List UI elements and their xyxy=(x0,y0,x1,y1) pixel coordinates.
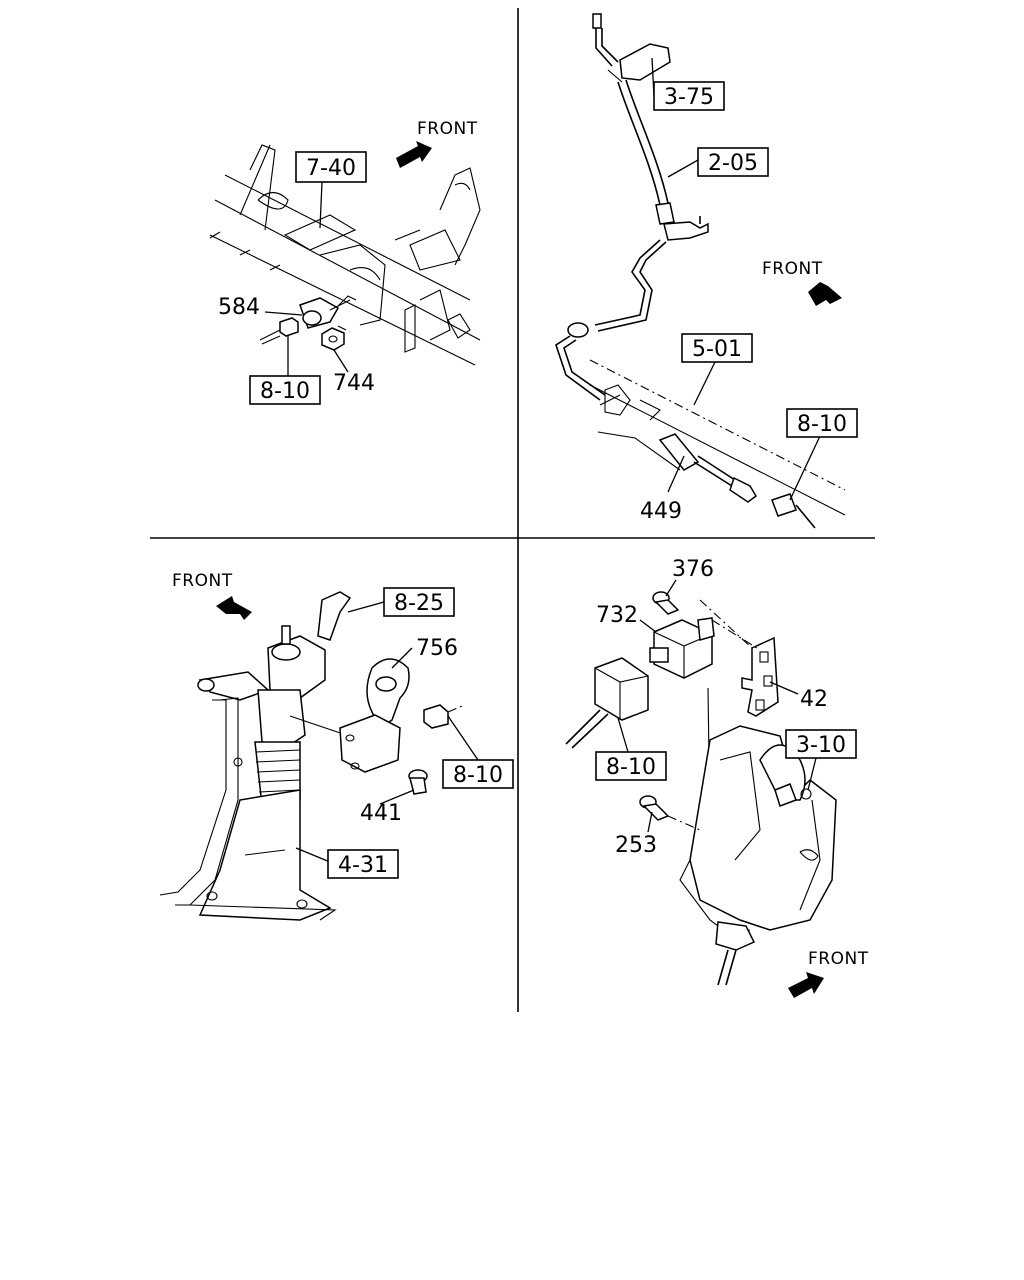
front-label: FRONT xyxy=(808,949,869,969)
leader-line xyxy=(379,789,415,805)
leader-line xyxy=(264,311,303,316)
ref-box-7-40: 7-40 xyxy=(295,151,367,183)
bolt-part-drawing xyxy=(639,795,701,831)
leader-line xyxy=(789,435,821,501)
svg-text:3-75: 3-75 xyxy=(664,85,714,110)
part-number-42: 42 xyxy=(800,687,828,712)
ref-box-4-31: 4-31 xyxy=(327,849,399,879)
pedal-assembly-drawing xyxy=(679,687,837,986)
bracket-part-drawing xyxy=(699,599,779,717)
dashed-guide xyxy=(337,325,351,333)
leader-line xyxy=(447,715,479,761)
ref-box-8-10: 8-10 xyxy=(249,375,321,405)
ref-box-8-25: 8-25 xyxy=(383,587,455,617)
immobilizer-part-drawing xyxy=(339,658,410,773)
connector-part-drawing xyxy=(565,657,649,749)
leader-line xyxy=(647,811,653,833)
leader-line xyxy=(617,717,629,753)
part-number-441: 441 xyxy=(360,801,402,826)
part-number-732: 732 xyxy=(596,603,638,628)
leader-line xyxy=(693,361,716,406)
ref-box-3-75: 3-75 xyxy=(653,81,725,111)
leader-line xyxy=(333,349,349,373)
front-label: FRONT xyxy=(417,119,478,139)
ref-box-3-10: 3-10 xyxy=(785,729,857,759)
ref-box-8-10: 8-10 xyxy=(786,408,858,438)
ref-box-8-10: 8-10 xyxy=(442,759,514,789)
connector-part-drawing xyxy=(423,704,463,729)
part-number-584: 584 xyxy=(218,295,260,320)
nut-part-drawing xyxy=(321,327,345,351)
panel-top-left: FRONT 7-40 8-10 584 744 xyxy=(209,119,481,405)
part-number-756: 756 xyxy=(416,636,458,661)
part-number-744: 744 xyxy=(333,371,375,396)
leader-line xyxy=(347,601,385,613)
svg-text:3-10: 3-10 xyxy=(796,733,846,758)
ref-box-8-10: 8-10 xyxy=(595,751,667,781)
part-number-449: 449 xyxy=(640,499,682,524)
svg-text:8-10: 8-10 xyxy=(260,379,310,404)
ref-box-2-05: 2-05 xyxy=(697,147,769,177)
front-arrow-icon xyxy=(788,972,824,998)
leader-line xyxy=(665,579,677,597)
leader-line xyxy=(667,159,699,178)
leader-line xyxy=(769,681,799,695)
connector-part-drawing xyxy=(259,317,299,345)
steering-column-drawing xyxy=(159,591,356,921)
front-label: FRONT xyxy=(762,259,823,279)
part-number-376: 376 xyxy=(672,557,714,582)
sensor-part-drawing xyxy=(299,295,357,329)
panel-bottom-left: FRONT 8-25 8-10 4-31 756 441 xyxy=(159,571,514,921)
part-number-253: 253 xyxy=(615,833,657,858)
svg-text:8-25: 8-25 xyxy=(394,591,444,616)
panel-dividers xyxy=(150,8,875,1012)
hose-assembly-drawing xyxy=(555,13,846,529)
ref-box-5-01: 5-01 xyxy=(681,333,753,363)
svg-text:5-01: 5-01 xyxy=(692,337,742,362)
leader-line xyxy=(667,455,685,493)
leader-line xyxy=(295,847,331,863)
svg-text:2-05: 2-05 xyxy=(708,151,758,176)
front-arrow-icon xyxy=(396,141,432,168)
leader-line xyxy=(639,619,657,633)
svg-text:8-10: 8-10 xyxy=(797,412,847,437)
leader-line xyxy=(319,181,323,229)
front-label: FRONT xyxy=(172,571,233,591)
svg-text:7-40: 7-40 xyxy=(306,156,356,181)
svg-text:8-10: 8-10 xyxy=(453,763,503,788)
panel-bottom-right: FRONT 8-10 3-10 376 732 42 253 xyxy=(565,557,869,998)
panel-top-right: FRONT 3-75 2-05 5-01 8-10 449 xyxy=(555,13,858,529)
svg-text:8-10: 8-10 xyxy=(606,755,656,780)
svg-text:4-31: 4-31 xyxy=(338,853,388,878)
front-arrow-icon xyxy=(808,282,842,306)
front-arrow-icon xyxy=(216,596,252,620)
leader-line xyxy=(807,757,817,791)
leader-line xyxy=(391,647,413,669)
bolt-part-drawing xyxy=(652,591,680,615)
frame-crossmember-drawing xyxy=(209,144,481,366)
module-part-drawing xyxy=(649,617,715,679)
